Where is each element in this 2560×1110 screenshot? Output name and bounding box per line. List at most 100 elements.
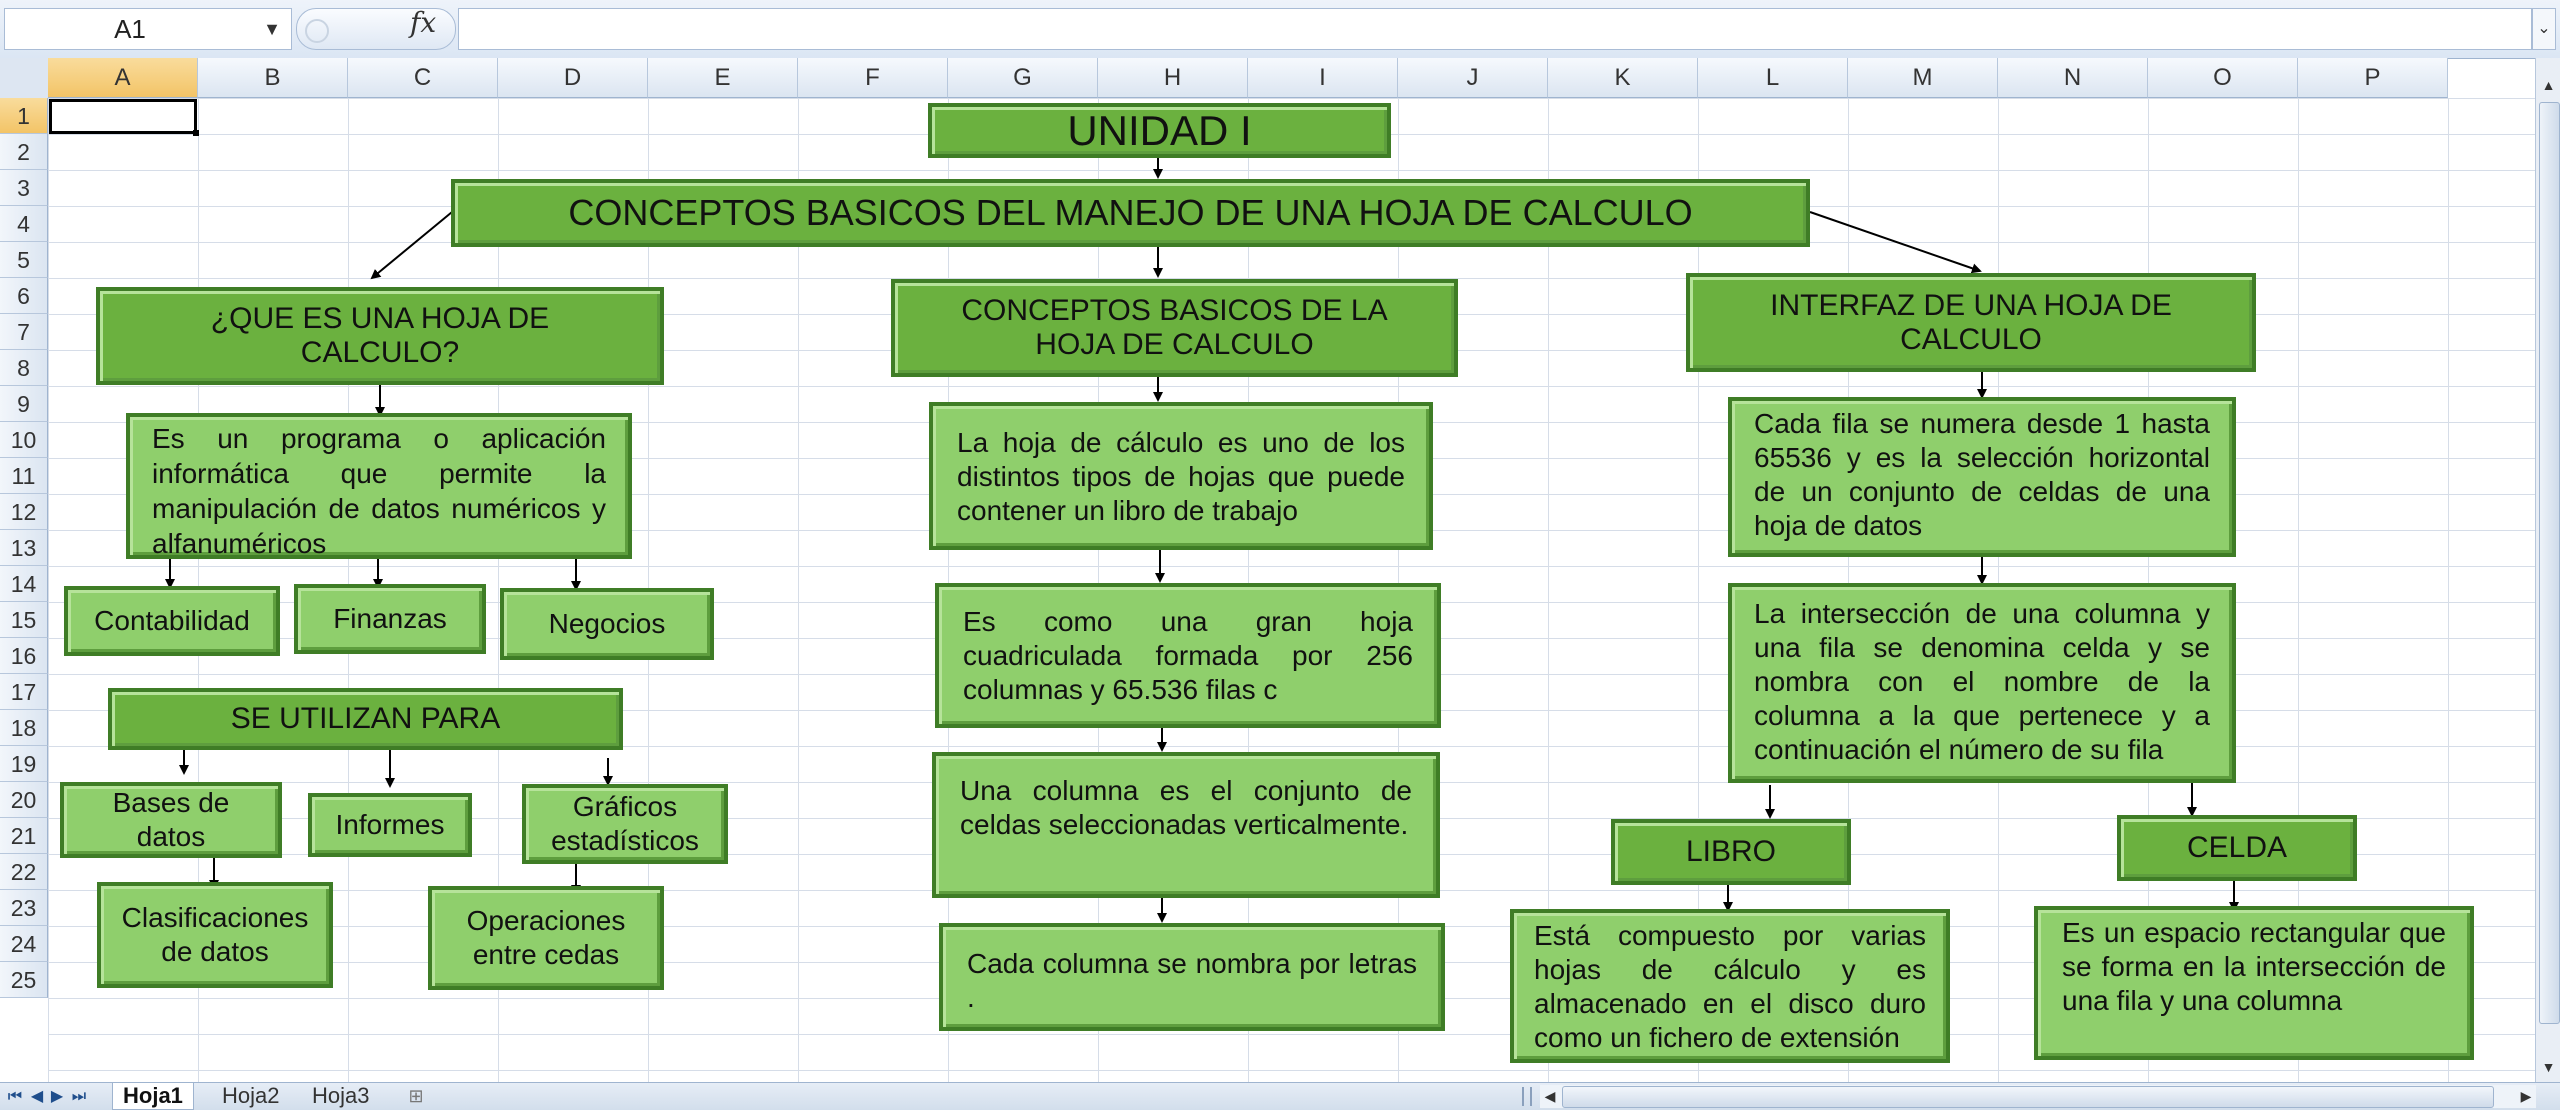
chevron-down-icon[interactable]: ▼ — [263, 19, 281, 39]
column-header-k[interactable]: K — [1548, 58, 1698, 98]
concept-3-box[interactable]: Una columna es el conjunto de celdas sel… — [932, 752, 1440, 898]
column-header-c[interactable]: C — [348, 58, 498, 98]
column-header-f[interactable]: F — [798, 58, 948, 98]
row-header-17[interactable]: 17 — [0, 674, 48, 710]
row-header-25[interactable]: 25 — [0, 962, 48, 998]
row-header-22[interactable]: 22 — [0, 854, 48, 890]
column-header-h[interactable]: H — [1098, 58, 1248, 98]
last-sheet-icon[interactable]: ⏭ — [71, 1088, 87, 1105]
column-header-d[interactable]: D — [498, 58, 648, 98]
bases-datos-box[interactable]: Bases de datos — [60, 782, 282, 858]
row-header-18[interactable]: 18 — [0, 710, 48, 746]
formula-controls — [296, 8, 456, 50]
column-header-m[interactable]: M — [1848, 58, 1998, 98]
column-header-b[interactable]: B — [198, 58, 348, 98]
row-header-19[interactable]: 19 — [0, 746, 48, 782]
horizontal-scrollbar[interactable]: ◀ ▶ — [1540, 1085, 2536, 1108]
unidad-title-box[interactable]: UNIDAD I — [928, 103, 1391, 158]
definition-box[interactable]: Es un programa o aplicación informática … — [126, 413, 632, 559]
row-header-4[interactable]: 4 — [0, 206, 48, 242]
row-header-2[interactable]: 2 — [0, 134, 48, 170]
column-header-p[interactable]: P — [2298, 58, 2448, 98]
operaciones-label: Operaciones entre cedas — [466, 905, 626, 970]
row-header-15[interactable]: 15 — [0, 602, 48, 638]
se-utilizan-box[interactable]: SE UTILIZAN PARA — [108, 688, 623, 750]
select-all-corner[interactable] — [0, 58, 49, 99]
row-header-8[interactable]: 8 — [0, 350, 48, 386]
row-header-9[interactable]: 9 — [0, 386, 48, 422]
row-header-20[interactable]: 20 — [0, 782, 48, 818]
horizontal-scroll-thumb[interactable] — [1562, 1086, 2494, 1108]
row-header-1[interactable]: 1 — [0, 98, 48, 134]
row-header-5[interactable]: 5 — [0, 242, 48, 278]
tab-hoja1[interactable]: Hoja1 — [112, 1083, 194, 1110]
operaciones-box[interactable]: Operaciones entre cedas — [428, 886, 664, 990]
next-sheet-icon[interactable]: ▶ — [50, 1088, 64, 1105]
active-cell[interactable] — [49, 99, 199, 136]
celda-box[interactable]: CELDA — [2117, 815, 2357, 881]
que-es-heading-box[interactable]: ¿QUE ES UNA HOJA DE CALCULO? — [96, 287, 664, 385]
contabilidad-box[interactable]: Contabilidad — [64, 586, 280, 656]
scroll-up-icon[interactable]: ▲ — [2541, 77, 2556, 93]
libro-desc-box[interactable]: Está compuesto por varias hojas de cálcu… — [1510, 909, 1950, 1063]
row-header-21[interactable]: 21 — [0, 818, 48, 854]
row-header-16[interactable]: 16 — [0, 638, 48, 674]
tab-split-handle[interactable] — [1522, 1087, 1532, 1106]
formula-input[interactable] — [458, 8, 2532, 50]
concept-4-box[interactable]: Cada columna se nombra por letras . — [939, 923, 1445, 1031]
libro-label: LIBRO — [1685, 835, 1777, 868]
scroll-down-icon[interactable]: ▼ — [2541, 1059, 2556, 1075]
row-header-23[interactable]: 23 — [0, 890, 48, 926]
resize-handle-icon[interactable] — [305, 19, 329, 43]
finanzas-box[interactable]: Finanzas — [294, 584, 486, 654]
prev-sheet-icon[interactable]: ◀ — [30, 1088, 44, 1105]
insert-function-button[interactable]: fx — [410, 6, 437, 39]
libro-box[interactable]: LIBRO — [1611, 819, 1851, 885]
conceptos-heading-box[interactable]: CONCEPTOS BASICOS DE LA HOJA DE CALCULO — [891, 279, 1458, 377]
row-header-12[interactable]: 12 — [0, 494, 48, 530]
row-header-3[interactable]: 3 — [0, 170, 48, 206]
scroll-right-icon[interactable]: ▶ — [2520, 1088, 2532, 1104]
row-header-7[interactable]: 7 — [0, 314, 48, 350]
que-es-heading: ¿QUE ES UNA HOJA DE CALCULO? — [210, 302, 550, 369]
column-header-l[interactable]: L — [1698, 58, 1848, 98]
clasificaciones-label: Clasificaciones de datos — [121, 902, 309, 967]
tab-hoja2[interactable]: Hoja2 — [222, 1083, 280, 1108]
row-header-11[interactable]: 11 — [0, 458, 48, 494]
vertical-scroll-thumb[interactable] — [2539, 102, 2560, 1024]
row-header-13[interactable]: 13 — [0, 530, 48, 566]
insert-sheet-icon[interactable]: ⊞ — [408, 1086, 424, 1106]
column-header-o[interactable]: O — [2148, 58, 2298, 98]
first-sheet-icon[interactable]: ⏮ — [7, 1088, 23, 1105]
vertical-scrollbar[interactable]: ▲ ▼ — [2535, 58, 2560, 1082]
column-header-a[interactable]: A — [48, 58, 198, 98]
expand-formula-bar-button[interactable]: ⌄ — [2532, 8, 2556, 50]
tab-hoja3[interactable]: Hoja3 — [312, 1083, 370, 1108]
clasificaciones-box[interactable]: Clasificaciones de datos — [97, 882, 333, 988]
row-header-24[interactable]: 24 — [0, 926, 48, 962]
column-header-e[interactable]: E — [648, 58, 798, 98]
celda-desc-box[interactable]: Es un espacio rectangular que se forma e… — [2034, 906, 2474, 1060]
row-header-14[interactable]: 14 — [0, 566, 48, 602]
column-header-n[interactable]: N — [1998, 58, 2148, 98]
concept-1-box[interactable]: La hoja de cálculo es uno de los distint… — [929, 402, 1433, 550]
informes-box[interactable]: Informes — [308, 793, 472, 857]
interfaz-heading-box[interactable]: INTERFAZ DE UNA HOJA DE CALCULO — [1686, 273, 2256, 372]
se-utilizan-label: SE UTILIZAN PARA — [230, 702, 501, 735]
row-header-10[interactable]: 10 — [0, 422, 48, 458]
column-header-j[interactable]: J — [1398, 58, 1548, 98]
scroll-left-icon[interactable]: ◀ — [1544, 1088, 1556, 1104]
concept-2-box[interactable]: Es como una gran hoja cuadriculada forma… — [935, 583, 1441, 728]
interseccion-text: La intersección de una columna y una fil… — [1754, 598, 2210, 765]
row-header-6[interactable]: 6 — [0, 278, 48, 314]
graficos-box[interactable]: Gráficos estadísticos — [522, 784, 728, 864]
name-box[interactable]: A1 ▼ — [4, 8, 292, 50]
column-header-g[interactable]: G — [948, 58, 1098, 98]
interseccion-box[interactable]: La intersección de una columna y una fil… — [1728, 583, 2236, 783]
finanzas-label: Finanzas — [333, 603, 447, 634]
main-title-box[interactable]: CONCEPTOS BASICOS DEL MANEJO DE UNA HOJA… — [451, 179, 1810, 247]
column-header-i[interactable]: I — [1248, 58, 1398, 98]
interfaz-heading: INTERFAZ DE UNA HOJA DE CALCULO — [1770, 288, 2172, 356]
fila-box[interactable]: Cada fila se numera desde 1 hasta 65536 … — [1728, 397, 2236, 557]
negocios-box[interactable]: Negocios — [500, 588, 714, 660]
